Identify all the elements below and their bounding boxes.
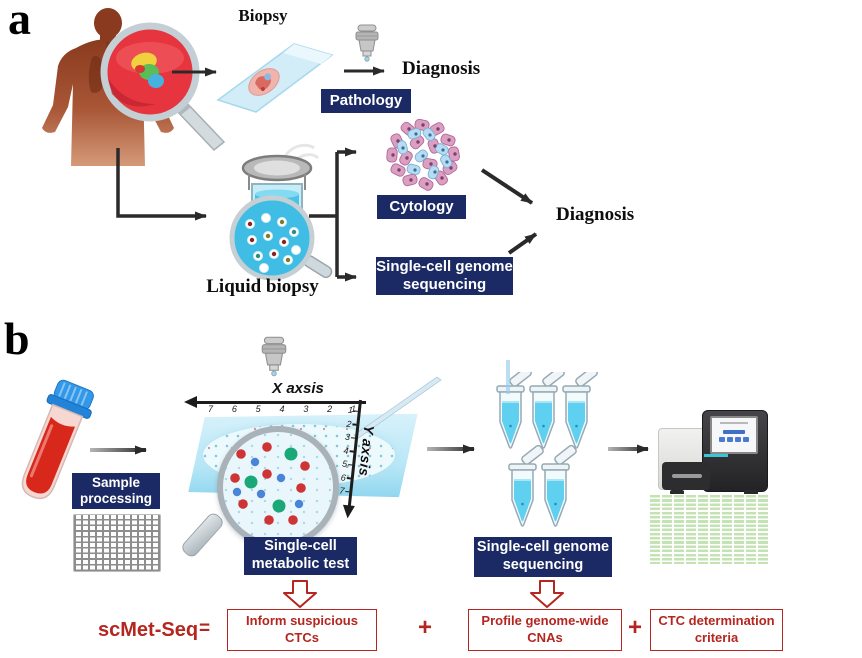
genome-seq-badge-a: Single-cell genome sequencing [376,257,513,295]
y-tick: 4 [340,445,354,456]
x-tick: 6 [231,400,237,414]
term-line: CTCs [285,630,319,645]
badge-line: metabolic test [251,556,350,572]
sequencer-screen [710,416,758,454]
pathology-badge: Pathology [321,89,411,113]
x-axis: 7 6 5 4 3 2 1 [184,396,366,420]
y-tick: 7 [336,485,350,496]
red-down-arrow-icon [530,580,564,608]
badge-line: Sample [91,474,141,490]
x-tick: 7 [208,400,214,414]
x-tick: 2 [327,400,333,414]
screen-text-line [720,422,748,424]
term-box-criteria: CTC determination criteria [650,609,783,651]
badge-line: processing [79,491,153,506]
term-line: CNAs [527,630,563,645]
sequencer-foot [744,490,758,495]
term-box-inform-ctcs: Inform suspicious CTCs [227,609,377,651]
x-tick: 3 [303,400,309,414]
microscope-objective-icon [355,24,379,62]
x-axis-line [194,401,366,404]
biopsy-slide-icon [216,43,334,113]
screen-progress-bar [723,430,745,434]
plus-sign: + [628,614,643,641]
x-axis-label: X axsis [272,380,324,397]
y-axis-arrowhead [341,504,355,519]
magnified-cells [230,442,310,525]
sample-processing-badge: Sample processing [72,473,160,509]
badge-line: sequencing [402,276,487,293]
term-line: Inform suspicious [246,613,358,629]
cell-magnifier-icon [229,195,333,281]
panel-b-label: b [4,313,30,364]
badge-line: Single-cell genome [376,257,513,275]
liquid-biopsy-tube-icon [229,143,333,281]
human-body-icon [42,8,226,166]
badge-line: Single-cell genome [476,539,610,556]
red-down-arrow-icon [283,580,317,608]
pipette-stream [506,360,510,394]
term-line: criteria [694,630,739,645]
y-tick: 6 [337,472,351,483]
sequencer-icon [656,404,768,498]
diagnosis-bottom-label: Diagnosis [556,204,635,225]
term-line: Profile genome-wide [481,613,609,629]
cytology-badge: Cytology [377,195,466,219]
sequencer-drawer [662,462,710,490]
y-tick: 1 [344,405,358,415]
panel-a-label: a [8,0,31,44]
term-box-cnas: Profile genome-wide CNAs [468,609,622,651]
x-tick: 4 [279,400,285,414]
x-axis-arrowhead [184,396,197,408]
sequencer-accent-line [704,454,728,457]
metabolic-test-badge: Single-cell metabolic test [244,537,357,575]
y-tick: 3 [342,432,356,442]
magnifier-icon [100,22,226,152]
y-tick: 5 [339,459,353,469]
scmet-seq-label: scMet-Seq [98,619,199,641]
liquid-biopsy-caption: Liquid biopsy [206,276,319,297]
y-axis-label: Y axsis [356,424,378,478]
x-axis-ticks: 7 6 5 4 3 2 1 [208,400,356,414]
blood-tube-icon [0,366,124,522]
x-tick: 5 [255,400,261,414]
screen-buttons [712,437,756,442]
sequencing-reads-pattern [648,494,768,564]
badge-line: sequencing [502,557,584,573]
microscope-objective-icon [261,336,287,377]
biopsy-title: Biopsy [238,6,288,25]
badge-line: Single-cell [264,538,337,555]
plus-sign: + [418,614,433,641]
diagnosis-top-label: Diagnosis [402,58,481,79]
y-tick: 2 [343,418,357,429]
equals-sign: = [199,618,211,639]
cytology-cells-image [386,118,460,191]
sequencer-foot [670,490,684,495]
genome-seq-badge-b: Single-cell genome sequencing [474,537,612,577]
mesh-pattern [73,514,161,572]
term-line: CTC determination [658,613,775,629]
